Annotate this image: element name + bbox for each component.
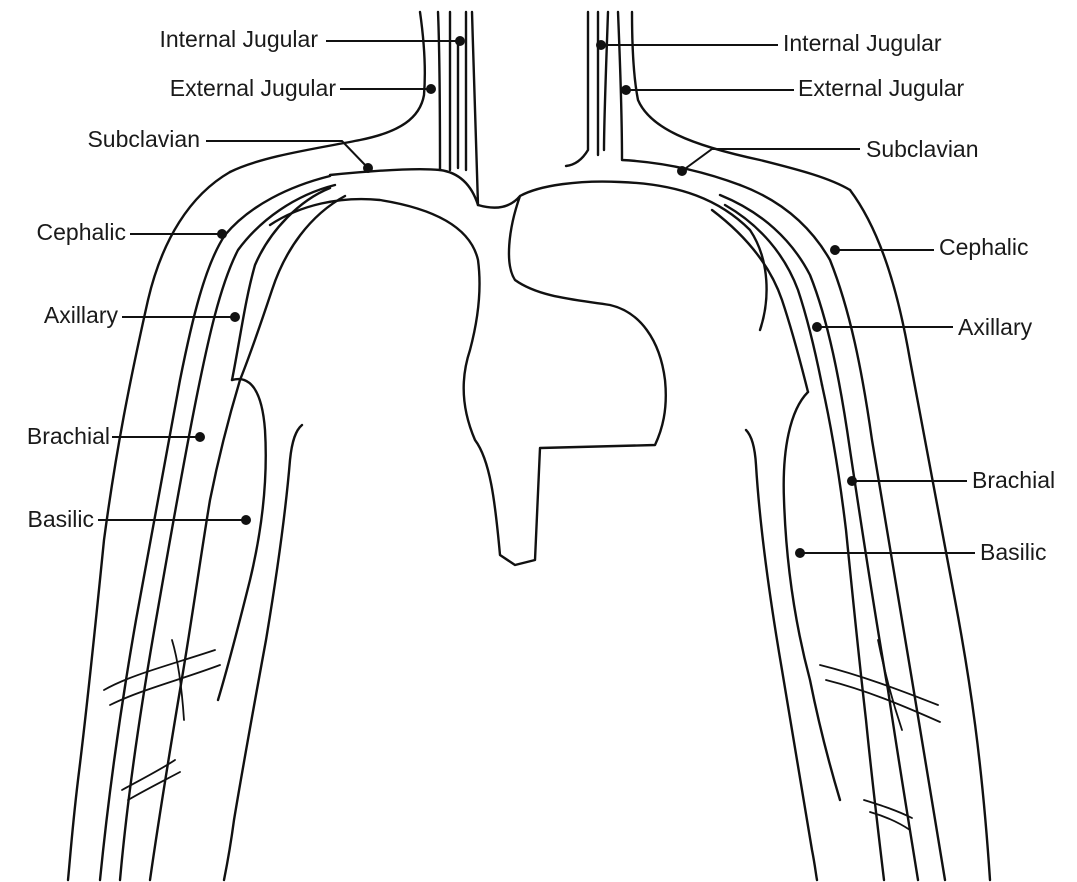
left-forearm-branch-1 <box>104 650 220 705</box>
right-internal-jugular-outer <box>566 12 588 166</box>
dot-left-brachial <box>195 432 205 442</box>
label-right-axillary: Axillary <box>958 314 1033 340</box>
right-external-jugular-inner <box>618 12 740 185</box>
left-arm <box>68 172 345 880</box>
dot-right-external-jugular <box>621 85 631 95</box>
dot-right-axillary <box>812 322 822 332</box>
label-right-subclavian: Subclavian <box>866 136 979 162</box>
right-axillary-vein-inner <box>712 210 808 392</box>
label-left-axillary: Axillary <box>44 302 119 328</box>
dot-right-cephalic <box>830 245 840 255</box>
label-left-external-jugular: External Jugular <box>170 75 337 101</box>
dot-left-internal-jugular <box>455 36 465 46</box>
left-cephalic-vein-outer <box>100 176 330 880</box>
right-arm <box>712 185 990 880</box>
left-basilic-vein <box>218 379 266 700</box>
dot-left-cephalic <box>217 229 227 239</box>
leader-right-subclavian <box>682 149 860 171</box>
dot-right-brachial <box>847 476 857 486</box>
right-labels: Internal Jugular External Jugular Subcla… <box>596 30 1055 565</box>
label-left-basilic: Basilic <box>28 506 94 532</box>
right-axillary-vein <box>725 205 822 385</box>
label-right-internal-jugular: Internal Jugular <box>783 30 942 56</box>
right-forearm-branch-1 <box>820 665 940 722</box>
left-brachial-vein <box>150 380 240 880</box>
svc-junction <box>440 170 478 205</box>
dot-right-subclavian <box>677 166 687 176</box>
label-right-brachial: Brachial <box>972 467 1055 493</box>
label-left-internal-jugular: Internal Jugular <box>159 26 318 52</box>
label-right-cephalic: Cephalic <box>939 234 1029 260</box>
dot-left-basilic <box>241 515 251 525</box>
label-left-cephalic: Cephalic <box>37 219 127 245</box>
heart <box>270 170 767 565</box>
dot-left-subclavian <box>363 163 373 173</box>
right-torso-edge <box>746 430 817 880</box>
label-left-brachial: Brachial <box>27 423 110 449</box>
right-cephalic-vein-outer <box>740 185 945 880</box>
dot-left-external-jugular <box>426 84 436 94</box>
label-right-external-jugular: External Jugular <box>798 75 965 101</box>
svc-left-wall <box>472 12 478 205</box>
left-axillary-vein-inner <box>240 196 345 380</box>
left-internal-jugular-inner <box>458 12 466 170</box>
right-median-cubital <box>878 640 902 730</box>
label-left-subclavian: Subclavian <box>87 126 200 152</box>
left-labels: Internal Jugular External Jugular Subcla… <box>27 26 465 532</box>
dot-right-basilic <box>795 548 805 558</box>
heart-outline <box>270 182 767 565</box>
dot-left-axillary <box>230 312 240 322</box>
right-internal-jugular-inner <box>598 12 608 155</box>
right-basilic-vein <box>784 392 840 800</box>
dot-right-internal-jugular <box>596 40 606 50</box>
label-right-basilic: Basilic <box>980 539 1046 565</box>
